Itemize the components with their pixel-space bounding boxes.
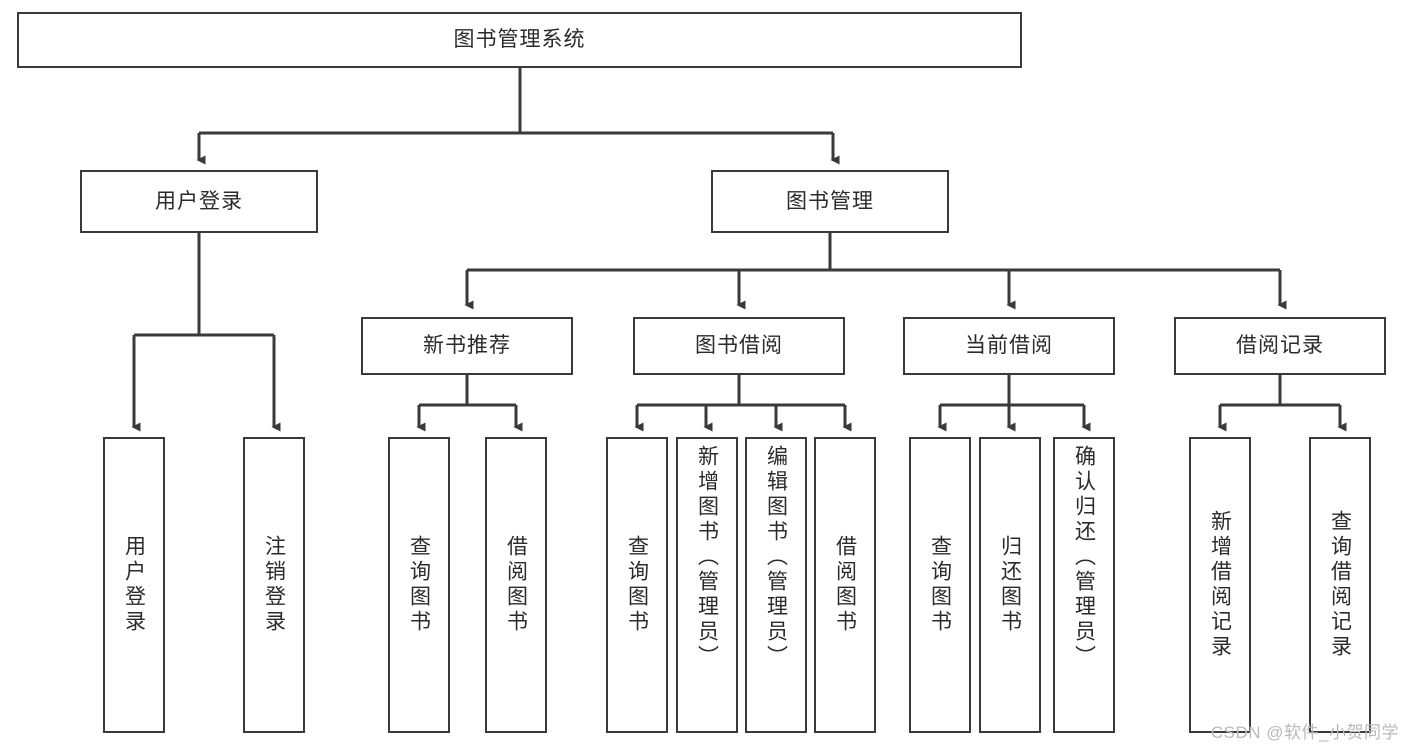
- leaf-confirm-return-label: 确认归还（管理员）: [1072, 445, 1096, 670]
- node-borrow-record[interactable]: 借阅记录: [1174, 317, 1386, 375]
- node-root-label: 图书管理系统: [453, 28, 586, 52]
- node-current-borrow-label: 当前借阅: [965, 334, 1053, 358]
- node-new-book-recommend-label: 新书推荐: [423, 334, 511, 358]
- node-current-borrow[interactable]: 当前借阅: [903, 317, 1115, 375]
- node-book-manage-label: 图书管理: [786, 189, 874, 213]
- leaf-query-record[interactable]: 查询借阅记录: [1309, 437, 1371, 733]
- leaf-query-book-1[interactable]: 查询图书: [388, 437, 450, 733]
- leaf-return-book-label: 归还图书: [998, 535, 1022, 635]
- leaf-query-book-2[interactable]: 查询图书: [606, 437, 668, 733]
- leaf-add-book-label: 新增图书（管理员）: [695, 445, 719, 670]
- node-book-borrow-label: 图书借阅: [695, 334, 783, 358]
- leaf-borrow-book-2-label: 借阅图书: [833, 535, 857, 635]
- node-root[interactable]: 图书管理系统: [17, 12, 1022, 68]
- leaf-edit-book[interactable]: 编辑图书（管理员）: [745, 437, 807, 733]
- leaf-query-book-2-label: 查询图书: [625, 535, 649, 635]
- node-user-login[interactable]: 用户登录: [80, 170, 318, 233]
- leaf-add-book[interactable]: 新增图书（管理员）: [676, 437, 738, 733]
- leaf-borrow-book-1-label: 借阅图书: [504, 535, 528, 635]
- leaf-add-record[interactable]: 新增借阅记录: [1189, 437, 1251, 733]
- leaf-user-login[interactable]: 用户登录: [103, 437, 165, 733]
- leaf-query-record-label: 查询借阅记录: [1328, 510, 1352, 660]
- leaf-query-book-3-label: 查询图书: [928, 535, 952, 635]
- leaf-confirm-return[interactable]: 确认归还（管理员）: [1053, 437, 1115, 733]
- leaf-query-book-3[interactable]: 查询图书: [909, 437, 971, 733]
- leaf-user-login-label: 用户登录: [122, 535, 146, 635]
- leaf-user-logout-label: 注销登录: [262, 535, 286, 635]
- leaf-return-book[interactable]: 归还图书: [979, 437, 1041, 733]
- node-borrow-record-label: 借阅记录: [1236, 334, 1324, 358]
- leaf-add-record-label: 新增借阅记录: [1208, 510, 1232, 660]
- leaf-edit-book-label: 编辑图书（管理员）: [764, 445, 788, 670]
- watermark: CSDN @软件_小贺同学: [1210, 723, 1399, 742]
- node-book-manage[interactable]: 图书管理: [711, 170, 949, 233]
- node-new-book-recommend[interactable]: 新书推荐: [361, 317, 573, 375]
- leaf-user-logout[interactable]: 注销登录: [243, 437, 305, 733]
- leaf-borrow-book-1[interactable]: 借阅图书: [485, 437, 547, 733]
- node-user-login-label: 用户登录: [155, 189, 243, 213]
- leaf-borrow-book-2[interactable]: 借阅图书: [814, 437, 876, 733]
- leaf-query-book-1-label: 查询图书: [407, 535, 431, 635]
- node-book-borrow[interactable]: 图书借阅: [633, 317, 845, 375]
